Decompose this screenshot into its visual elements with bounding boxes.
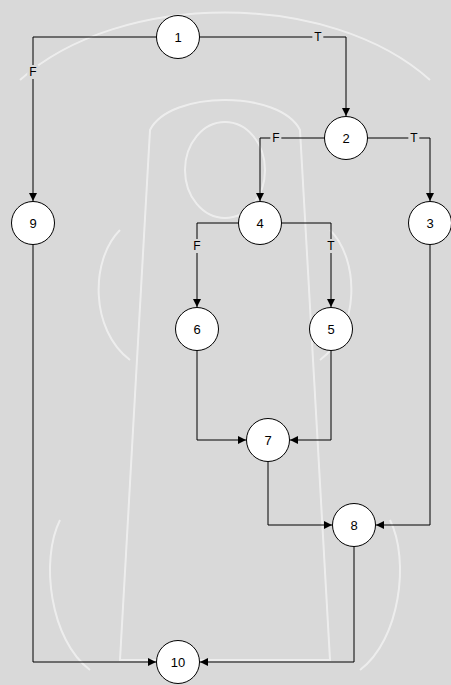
flow-connector — [197, 223, 238, 307]
node-number: 1 — [174, 30, 181, 45]
flow-connector — [200, 547, 354, 662]
flow-node: 4 — [238, 201, 282, 245]
node-circle — [157, 16, 200, 59]
flow-connector — [33, 37, 156, 201]
node-number: 4 — [256, 216, 263, 231]
node-number: 10 — [171, 655, 185, 670]
node-circle — [176, 308, 219, 351]
node-number: 5 — [327, 322, 334, 337]
branch-label: F — [27, 65, 38, 79]
node-circle — [239, 202, 282, 245]
watermark-arc — [20, 13, 430, 81]
node-circle — [247, 419, 290, 462]
flow-node: 2 — [324, 116, 368, 160]
flow-connector — [376, 245, 430, 525]
watermark-robe — [120, 100, 330, 660]
flow-node: 1 — [156, 15, 200, 59]
flow-node: 10 — [156, 640, 200, 684]
node-circle — [409, 202, 451, 245]
node-number: 2 — [342, 131, 349, 146]
node-number: 7 — [264, 433, 271, 448]
node-number: 3 — [426, 216, 433, 231]
watermark-arm — [99, 230, 130, 360]
flow-connector — [268, 462, 332, 525]
flow-node: 3 — [408, 201, 451, 245]
branch-label: T — [325, 239, 336, 253]
node-circle — [325, 117, 368, 160]
flow-connector — [260, 138, 324, 201]
flow-connector — [368, 138, 430, 201]
watermark-figure — [20, 13, 430, 671]
flow-connector — [33, 245, 156, 662]
node-circle — [157, 641, 200, 684]
branch-label: F — [191, 239, 202, 253]
node-circle — [310, 308, 353, 351]
node-circle — [12, 202, 55, 245]
branch-label: F — [270, 131, 281, 145]
node-number: 8 — [350, 518, 357, 533]
flow-node: 5 — [309, 307, 353, 351]
flow-connector — [200, 37, 346, 116]
watermark-figure-left — [50, 520, 90, 670]
node-circle — [333, 504, 376, 547]
flow-connector — [290, 351, 331, 440]
branch-label: T — [408, 131, 419, 145]
node-number: 6 — [193, 322, 200, 337]
flow-node: 8 — [332, 503, 376, 547]
branch-label: T — [312, 30, 323, 44]
flow-connector — [282, 223, 331, 307]
flow-node: 6 — [175, 307, 219, 351]
flow-connector — [197, 351, 246, 440]
flow-node: 7 — [246, 418, 290, 462]
flow-node: 9 — [11, 201, 55, 245]
node-number: 9 — [29, 216, 36, 231]
